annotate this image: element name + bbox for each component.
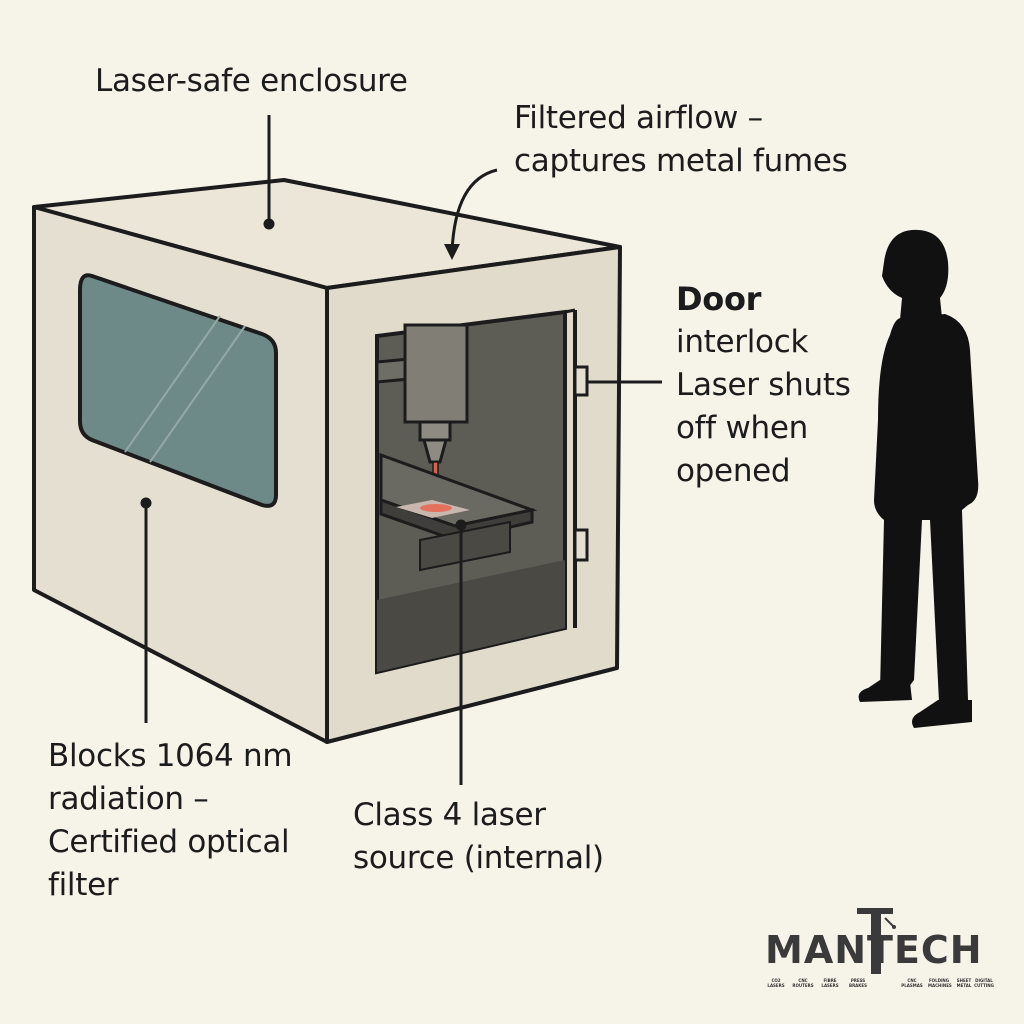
- leader-enclosure-dot: [263, 218, 275, 230]
- logo-category: FIBRE LASERS: [821, 978, 839, 988]
- label-door-interlock: Door interlock Laser shuts off when opene…: [676, 278, 851, 493]
- leader-airflow: [450, 168, 498, 253]
- logo-category: PRESS BRAKES: [849, 978, 867, 988]
- interior-floor: [377, 560, 565, 672]
- window-glare-2: [149, 325, 246, 463]
- logo-text: MANTECH: [765, 928, 983, 972]
- side-window: [78, 273, 278, 508]
- laser-head: [403, 323, 469, 424]
- label-door-title: Door: [676, 280, 762, 318]
- logo-category: CNC ROUTERS: [792, 978, 814, 988]
- laser-nozzle-collar: [418, 420, 452, 442]
- leader-lines: [140, 115, 662, 785]
- label-door-body: interlock Laser shuts off when opened: [676, 324, 851, 489]
- leader-source-dot: [455, 519, 467, 531]
- laser-spot-glow: [420, 504, 452, 512]
- person-shoe-left: [858, 680, 912, 702]
- person-head: [882, 229, 949, 320]
- work-bed-stand: [419, 520, 511, 572]
- leader-filter-dot: [140, 497, 152, 509]
- logo-circuit-icon: [857, 908, 896, 974]
- door-hinge-bottom: [573, 528, 589, 562]
- label-laser-source: Class 4 laser source (internal): [353, 797, 604, 876]
- logo-category: CNC PLASMAS: [901, 978, 923, 988]
- label-optical-filter: Blocks 1064 nm radiation – Certified opt…: [48, 738, 293, 903]
- airflow-arrowhead: [444, 244, 460, 260]
- laser-nozzle: [422, 438, 448, 464]
- person-body: [874, 314, 979, 722]
- logo-category: DIGITAL CUTTING: [974, 978, 994, 988]
- label-filtered-airflow: Filtered airflow – captures metal fumes: [514, 100, 848, 179]
- logo-category: CO2 LASERS: [767, 978, 785, 988]
- window-glare: [124, 315, 221, 453]
- person-silhouette: [858, 229, 979, 728]
- logo-category: FOLDING MACHINES: [928, 978, 952, 988]
- person-shoe-right: [912, 700, 972, 728]
- logo-category: SHEET METAL: [956, 978, 972, 988]
- front-door-opening: [375, 308, 589, 675]
- mantech-logo: MANTECH CO2 LASERS CNC ROUTERS FIBRE LAS…: [765, 906, 995, 996]
- label-laser-safe-enclosure: Laser-safe enclosure: [95, 63, 408, 99]
- door-hinge-top: [573, 365, 589, 397]
- optical-filter-window: [78, 273, 278, 508]
